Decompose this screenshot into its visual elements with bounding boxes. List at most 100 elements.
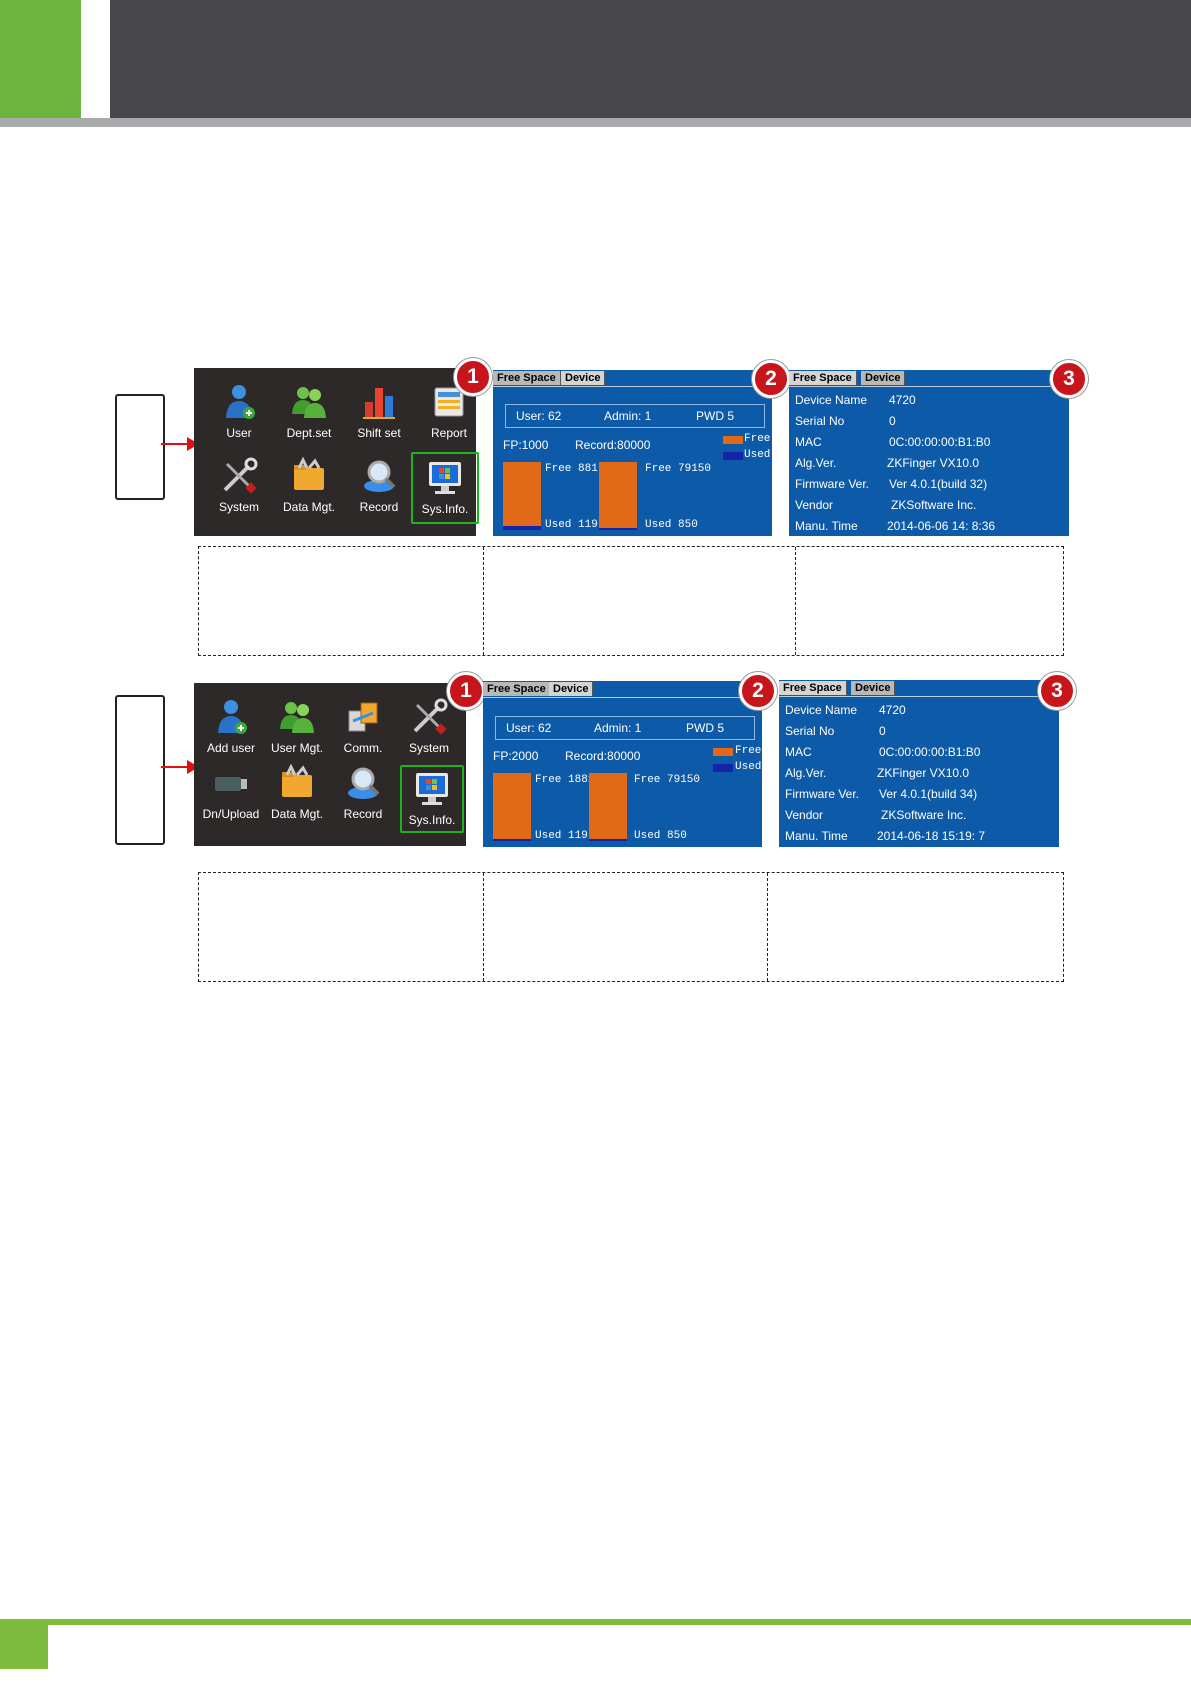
menu-item-sys-info[interactable]: Sys.Info.	[411, 452, 479, 524]
menu-label: User	[226, 426, 252, 440]
alg-ver-value: ZKFinger VX10.0	[877, 766, 970, 780]
menu-item-user-mgt[interactable]: User Mgt.	[262, 697, 332, 755]
menu-item-shift-set[interactable]: Shift set	[344, 382, 414, 440]
menu-label: Record	[343, 807, 383, 821]
fp-used-label: Used 119	[545, 519, 598, 531]
serial-no-key: Serial No	[785, 724, 835, 738]
fp-used-label: Used 119	[535, 830, 588, 842]
menu-label: Dept.set	[286, 426, 332, 440]
folder-icon	[289, 456, 329, 496]
user-count: User: 62	[516, 409, 562, 423]
menu-label: User Mgt.	[270, 741, 323, 755]
menu-item-add-user[interactable]: Add user	[196, 697, 266, 755]
record-capacity: Record:80000	[565, 749, 641, 763]
add-user-icon	[211, 697, 251, 737]
device-name-key: Device Name	[785, 703, 858, 717]
caption-divider	[795, 547, 796, 655]
report-icon	[429, 382, 469, 422]
record-free-label: Free 79150	[634, 774, 701, 786]
menu-label: Record	[359, 500, 399, 514]
free-space-screen-1: Free Space Device User: 62 Admin: 1 PWD …	[493, 370, 772, 536]
menu-label: Sys.Info.	[421, 502, 469, 516]
menu-label: Dn/Upload	[202, 807, 260, 821]
caption-divider	[767, 873, 768, 981]
tab-device[interactable]: Device	[861, 371, 906, 385]
menu-label: Comm.	[343, 741, 383, 755]
menu-item-system[interactable]: System	[204, 456, 274, 514]
side-label-box-1	[115, 394, 165, 500]
legend-used-label: Used	[744, 449, 771, 461]
menu-item-user[interactable]: User	[204, 382, 274, 440]
mac-key: MAC	[795, 435, 822, 449]
arrow-2	[161, 760, 199, 774]
menu-item-dn-upload[interactable]: Dn/Upload	[196, 763, 266, 821]
manu-time-key: Manu. Time	[785, 829, 848, 843]
menu-item-comm[interactable]: Comm.	[328, 697, 398, 755]
menu-item-sys-info[interactable]: Sys.Info.	[400, 765, 464, 833]
alg-ver-value: ZKFinger VX10.0	[887, 456, 980, 470]
menu-item-dept-set[interactable]: Dept.set	[274, 382, 344, 440]
admin-count: Admin: 1	[594, 721, 642, 735]
tab-free-space[interactable]: Free Space	[493, 371, 561, 385]
step-badge-2: 2	[752, 360, 790, 398]
menu-label: System	[408, 741, 449, 755]
vendor-key: Vendor	[785, 808, 824, 822]
tab-free-space[interactable]: Free Space	[483, 682, 551, 696]
record-used-label: Used 850	[645, 519, 698, 531]
record-used-bar	[599, 528, 637, 530]
menu-label: Data Mgt.	[282, 500, 336, 514]
tab-free-space[interactable]: Free Space	[779, 681, 847, 695]
user-icon	[219, 382, 259, 422]
users-icon	[277, 697, 317, 737]
tab-device[interactable]: Device	[851, 681, 896, 695]
menu-label: Shift set	[357, 426, 401, 440]
device-name-value: 4720	[889, 393, 916, 407]
step-badge-1: 1	[454, 358, 492, 396]
legend-used-label: Used	[735, 761, 762, 773]
menu-label: Data Mgt.	[270, 807, 324, 821]
record-free-label: Free 79150	[645, 463, 712, 475]
menu-label: Add user	[206, 741, 256, 755]
legend-free-label: Free	[744, 433, 771, 445]
tab-bar: Free Space Device	[789, 370, 1069, 387]
menu-item-record[interactable]: Record	[328, 763, 398, 821]
mac-key: MAC	[785, 745, 812, 759]
side-label-box-2	[115, 695, 165, 845]
alg-ver-key: Alg.Ver.	[795, 456, 837, 470]
tab-device[interactable]: Device	[549, 682, 594, 696]
menu-item-report[interactable]: Report	[414, 382, 484, 440]
vendor-value: ZKSoftware Inc.	[891, 498, 977, 512]
folder-icon	[277, 763, 317, 803]
mac-value: 0C:00:00:00:B1:B0	[889, 435, 991, 449]
menu-label: Sys.Info.	[408, 813, 456, 827]
vendor-value: ZKSoftware Inc.	[881, 808, 967, 822]
fp-free-bar	[503, 462, 541, 526]
legend-used-swatch	[723, 452, 743, 460]
firmware-ver-value: Ver 4.0.1(build 34)	[879, 787, 978, 801]
tab-bar: Free Space Device	[493, 370, 772, 387]
users-icon	[289, 382, 329, 422]
record-capacity: Record:80000	[575, 438, 651, 452]
tools-icon	[219, 456, 259, 496]
user-count: User: 62	[506, 721, 552, 735]
menu-item-system[interactable]: System	[394, 697, 464, 755]
manu-time-key: Manu. Time	[795, 519, 858, 533]
magnifier-icon	[359, 456, 399, 496]
tab-device[interactable]: Device	[561, 371, 606, 385]
comm-icon	[343, 697, 383, 737]
manu-time-value: 2014-06-18 15:19: 7	[877, 829, 986, 843]
device-screen-1: Free Space Device Device Name 4720 Seria…	[789, 370, 1069, 536]
pwd-count: PWD 5	[686, 721, 725, 735]
menu-item-data-mgt[interactable]: Data Mgt.	[262, 763, 332, 821]
record-used-bar	[589, 839, 627, 841]
mac-value: 0C:00:00:00:B1:B0	[879, 745, 981, 759]
pwd-count: PWD 5	[696, 409, 735, 423]
header-green-block	[0, 0, 81, 118]
arrow-1	[161, 437, 199, 451]
menu-item-data-mgt[interactable]: Data Mgt.	[274, 456, 344, 514]
menu-item-record[interactable]: Record	[344, 456, 414, 514]
legend-free-swatch	[713, 748, 733, 756]
user-admin-row: User: 62 Admin: 1 PWD 5	[505, 404, 765, 428]
tab-bar: Free Space Device	[483, 681, 762, 698]
tab-free-space[interactable]: Free Space	[789, 371, 857, 385]
